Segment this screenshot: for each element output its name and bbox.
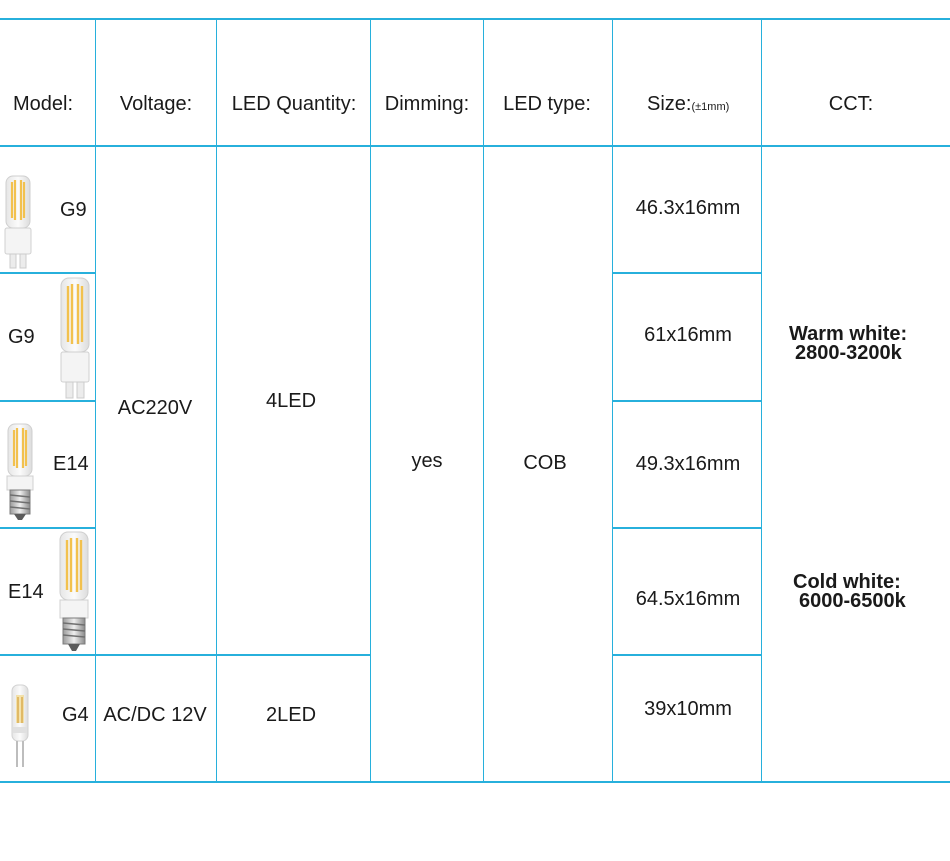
voltage-cell-acdc12v: AC/DC 12V bbox=[103, 704, 207, 726]
model-cell-4: E14 bbox=[8, 581, 44, 603]
grid-line-bottom bbox=[0, 781, 950, 783]
grid-line-row2-size bbox=[612, 400, 761, 402]
model-cell-2: G9 bbox=[8, 326, 35, 348]
grid-line-row4 bbox=[0, 654, 370, 656]
g9-long-bulb-image bbox=[60, 277, 90, 399]
cct-warm-label: Warm white: bbox=[789, 323, 908, 345]
header-size-tolerance: (±1mm) bbox=[691, 101, 730, 113]
grid-col-1 bbox=[95, 18, 96, 783]
size-cell-5: 39x10mm bbox=[644, 698, 732, 720]
model-cell-1: G9 bbox=[60, 199, 87, 221]
grid-line-row4-size bbox=[612, 654, 761, 656]
led-quantity-cell-4led: 4LED bbox=[265, 390, 317, 412]
model-cell-5: G4 bbox=[62, 704, 89, 726]
size-cell-1: 46.3x16mm bbox=[635, 197, 741, 219]
grid-line-row1 bbox=[0, 272, 95, 274]
header-voltage: Voltage: bbox=[119, 93, 193, 115]
grid-col-5 bbox=[612, 18, 613, 783]
header-led-quantity: LED Quantity: bbox=[231, 93, 357, 115]
led-type-cell: COB bbox=[523, 452, 567, 474]
grid-col-2 bbox=[216, 18, 217, 783]
grid-col-3 bbox=[370, 18, 371, 783]
header-size: Size:(±1mm) bbox=[647, 92, 729, 119]
header-cct: CCT: bbox=[828, 93, 874, 115]
g9-short-bulb-image bbox=[4, 175, 32, 269]
grid-line-row3-size bbox=[612, 527, 761, 529]
cct-cold-label: Cold white: bbox=[793, 571, 901, 593]
cct-cold-range: 6000-6500k bbox=[799, 590, 906, 612]
led-quantity-cell-2led: 2LED bbox=[265, 704, 317, 726]
size-cell-3: 49.3x16mm bbox=[635, 453, 741, 475]
grid-col-6 bbox=[761, 18, 762, 783]
header-dimming: Dimming: bbox=[384, 93, 470, 115]
grid-line-top bbox=[0, 18, 950, 20]
header-model: Model: bbox=[13, 93, 74, 115]
voltage-cell-ac220v: AC220V bbox=[117, 397, 193, 419]
grid-line-header bbox=[0, 145, 950, 147]
grid-col-4 bbox=[483, 18, 484, 783]
model-cell-3: E14 bbox=[53, 453, 89, 475]
header-led-type: LED type: bbox=[503, 93, 591, 115]
grid-line-row2 bbox=[0, 400, 95, 402]
cct-warm-range: 2800-3200k bbox=[795, 342, 902, 364]
g4-bulb-image bbox=[11, 684, 29, 767]
size-cell-2: 61x16mm bbox=[644, 324, 732, 346]
dimming-cell: yes bbox=[411, 450, 443, 472]
header-size-label: Size: bbox=[647, 93, 692, 115]
e14-short-bulb-image bbox=[6, 423, 34, 520]
grid-line-row3 bbox=[0, 527, 95, 529]
size-cell-4: 64.5x16mm bbox=[635, 588, 741, 610]
grid-line-row1-size bbox=[612, 272, 761, 274]
e14-long-bulb-image bbox=[59, 531, 89, 651]
